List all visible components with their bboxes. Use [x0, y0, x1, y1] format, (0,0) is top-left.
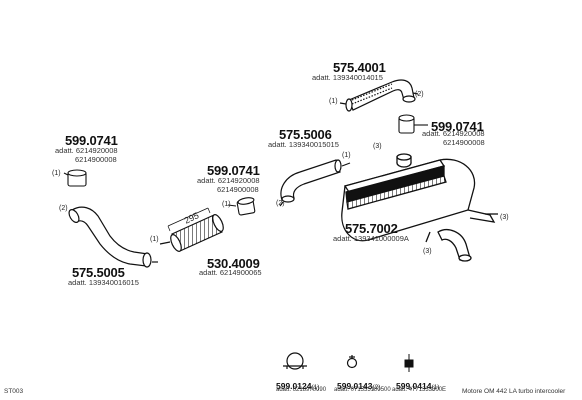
adatt-599-0741-left-2: 6214900008 — [75, 155, 117, 164]
callout-1-575-7002: (1) — [342, 152, 351, 159]
part-number-599-0741-right: 599.0741 — [431, 119, 484, 134]
callout-1-clamp-left: (1) — [52, 170, 61, 177]
adatt-530-4009: adatt. 6214900065 — [199, 268, 262, 277]
legend-ref-599-0414: adatt. 4771333300E — [392, 387, 447, 393]
adatt-599-0741-middle-1: adatt. 6214920008 — [197, 176, 260, 185]
legend-qty: (1) — [431, 384, 440, 391]
adatt-575-7002: adatt. 139341000009A — [333, 234, 409, 243]
part-number-575-5005: 575.5005 — [72, 265, 125, 280]
legend-part: 599.0124 — [276, 381, 312, 391]
part-530-4009-flex-pipe — [159, 207, 224, 252]
callout-2-575-5005: (2) — [59, 205, 68, 212]
adatt-599-0741-middle-2: 6214900008 — [217, 185, 259, 194]
part-575-4001-drawing — [339, 79, 419, 112]
callout-1-575-4001: (1) — [329, 98, 338, 105]
legend-item-599-0124: 599.0124(1) — [276, 376, 319, 394]
adatt-575-5006: adatt. 139340015015 — [268, 140, 339, 149]
adatt-599-0741-left-1: adatt. 6214920008 — [55, 146, 118, 155]
callout-1-clamp-middle: (1) — [222, 201, 231, 208]
adatt-599-0741-right-2: 6214900008 — [443, 138, 485, 147]
part-number-599-0741-middle: 599.0741 — [207, 163, 260, 178]
legend-item-599-0414: 599.0414(1) — [396, 376, 439, 394]
part-575-7002-muffler — [341, 153, 498, 262]
legend-icon-599-0143 — [346, 355, 358, 369]
adatt-599-0741-right-1: adatt. 6214920008 — [422, 129, 485, 138]
clamp-599-0741-middle — [227, 197, 256, 216]
clamp-599-0741-top-right — [398, 114, 428, 134]
adatt-575-5005: adatt. 139340016015 — [68, 278, 139, 287]
callout-1-530-4009: (1) — [150, 236, 159, 243]
part-number-575-5006: 575.5006 — [279, 127, 332, 142]
legend-part: 599.0143 — [337, 381, 373, 391]
legend-ref-599-0143: adatt. 071555100500 — [334, 387, 391, 393]
part-number-599-0741-left: 599.0741 — [65, 133, 118, 148]
legend-icon-599-0124 — [283, 352, 307, 370]
adatt-575-4001: adatt. 139340014015 — [312, 73, 383, 82]
legend-ref-599-0124: adatt. 6218970090 — [276, 387, 327, 393]
callout-3-top: (3) — [373, 143, 382, 150]
legend-part: 599.0414 — [396, 381, 432, 391]
part-number-530-4009: 530.4009 — [207, 256, 260, 271]
part-575-5005-drawing — [68, 206, 158, 268]
callout-2-575-5006: (2) — [276, 200, 285, 207]
part-575-5006-drawing — [279, 159, 351, 207]
legend-icon-599-0414 — [404, 354, 414, 372]
legend-qty: (1) — [311, 384, 320, 391]
diagram-title: Motore OM 442 LA turbo intercooler — [462, 388, 566, 395]
callout-2-575-4001: (2) — [415, 91, 424, 98]
legend-item-599-0143: 599.0143(2) — [337, 376, 380, 394]
part-number-575-4001: 575.4001 — [333, 60, 386, 75]
diagram-code: ST003 — [4, 388, 24, 395]
callout-3-right: (3) — [500, 214, 509, 221]
callout-3-bottom: (3) — [423, 248, 432, 255]
legend-qty: (2) — [372, 384, 381, 391]
part-number-575-7002: 575.7002 — [345, 221, 398, 236]
clamp-599-0741-left — [63, 169, 87, 187]
